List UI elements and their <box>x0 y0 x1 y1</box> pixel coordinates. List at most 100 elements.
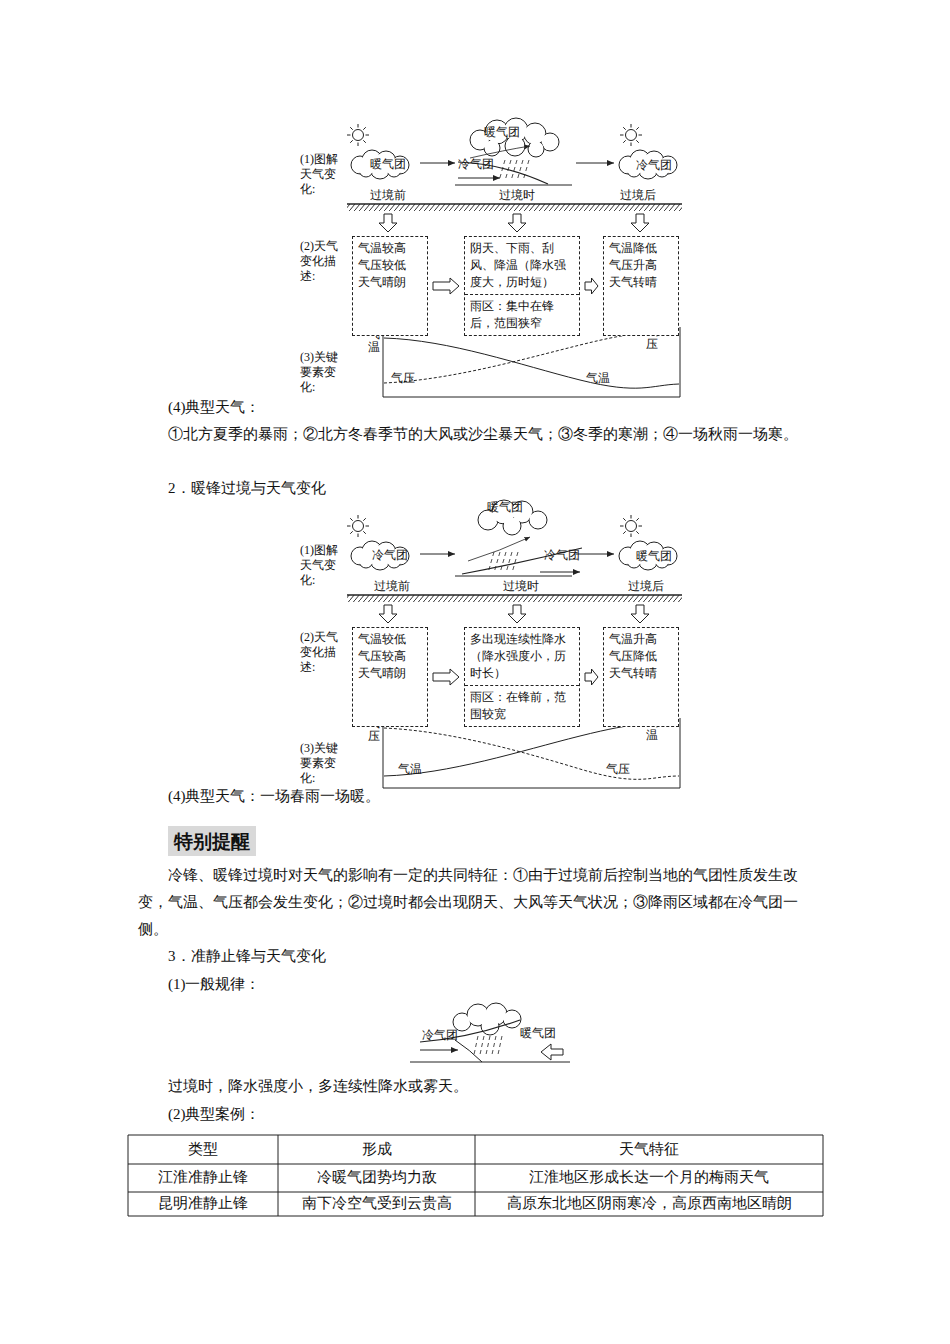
text-label: 气温 <box>398 762 422 777</box>
down-arrow <box>508 214 526 232</box>
table-rule <box>475 1135 476 1216</box>
rain-dash <box>507 566 508 570</box>
temperature-curve <box>384 723 679 776</box>
direction-arrow <box>576 554 614 555</box>
table-cell: 南下冷空气受到云贵高 <box>278 1190 475 1217</box>
front-surface <box>420 1020 520 1042</box>
rain-dash <box>483 1036 485 1040</box>
pressure-curve <box>384 728 679 779</box>
rain-dash <box>489 1036 491 1040</box>
chart-frame <box>383 718 680 788</box>
text-label: 冷气团 <box>544 548 580 563</box>
hollow-arrow <box>585 278 598 294</box>
sun-ray <box>358 143 359 147</box>
hollow-arrow <box>433 669 459 685</box>
text-label: 暖气团 <box>370 157 406 172</box>
cloud-shape <box>351 541 409 570</box>
sun-ray <box>366 526 370 527</box>
rain-dash <box>526 167 527 171</box>
text-label: (2)典型案例： <box>168 1101 261 1128</box>
sun-ray <box>358 515 359 519</box>
sun-ray <box>636 518 638 520</box>
rain-dash <box>493 552 494 556</box>
table-rule <box>128 1164 823 1165</box>
box-text: 气温较低 <box>358 631 422 648</box>
front-surface <box>455 1040 482 1062</box>
stroke <box>528 141 544 157</box>
rain-dash <box>500 174 501 178</box>
description-box: 气温较低气压较高天气晴朗 <box>352 627 428 727</box>
rain-dash <box>474 1050 476 1054</box>
rain-dash <box>475 1043 477 1047</box>
text-label: 冷气团 <box>372 548 408 563</box>
text-label: ①北方夏季的暴雨；②北方冬春季节的大风或沙尘暴天气；③冬季的寒潮；④一场秋雨一场… <box>138 421 818 448</box>
table-rule <box>128 1135 823 1136</box>
rain-dash <box>502 167 503 171</box>
sun-ray <box>620 526 624 527</box>
sun-ray <box>631 534 632 538</box>
description-box: 气温升高气压降低天气转晴 <box>603 627 679 727</box>
sun-ray <box>623 531 625 533</box>
pressure-curve <box>384 333 679 383</box>
sun-ray <box>358 534 359 538</box>
text-label: 气压 <box>391 371 415 386</box>
direction-arrow <box>576 163 614 164</box>
ground-hatch <box>347 595 682 602</box>
rain-dash <box>499 552 500 556</box>
box-text: 多出现连续性降水（降水强度小，历时长） <box>470 631 574 682</box>
sun-ray <box>620 135 624 136</box>
rain-dash <box>504 160 505 164</box>
sun-ray <box>623 140 625 142</box>
sun-ray <box>363 531 365 533</box>
rain-dash <box>505 552 506 556</box>
sun-ray <box>358 124 359 128</box>
table-rule <box>823 1135 824 1216</box>
stroke <box>542 134 558 150</box>
rain-dash <box>491 559 492 563</box>
rain-dash <box>520 167 521 171</box>
down-arrow <box>379 214 397 232</box>
cloud-shape <box>619 541 677 570</box>
rain-dash <box>493 1043 495 1047</box>
direction-arrow <box>540 572 580 573</box>
text-label: 冷气团 <box>458 157 494 172</box>
sun-ray <box>623 518 625 520</box>
box-text: 阴天、下雨、刮风、降温（降水强度大，历时短） <box>470 240 574 291</box>
description-box: 气温较高气压较低天气晴朗 <box>352 236 428 336</box>
sun-ray <box>363 127 365 129</box>
rain-dash <box>524 174 525 178</box>
rain-dash <box>512 174 513 178</box>
text-label: 冷气团 <box>422 1028 458 1043</box>
sun-ray <box>623 127 625 129</box>
text-label: 过境前 <box>374 579 410 594</box>
table-rule <box>128 1135 129 1216</box>
cloud-shape <box>478 500 547 535</box>
sun-ray <box>363 518 365 520</box>
text-label: 3．准静止锋与天气变化 <box>168 943 326 970</box>
rain-dash <box>486 1050 488 1054</box>
sun-ray <box>347 135 351 136</box>
table-cell: 江淮准静止锋 <box>128 1164 278 1191</box>
text-label: 暖气团 <box>520 1026 556 1041</box>
sun-ray <box>350 127 352 129</box>
sun-ray <box>639 526 643 527</box>
front-surface <box>462 548 582 574</box>
sun-ray <box>631 124 632 128</box>
direction-arrow <box>420 163 455 164</box>
rain-dash <box>518 174 519 178</box>
table-cell: 冷暖气团势均力敌 <box>278 1164 475 1191</box>
sun-ray <box>636 140 638 142</box>
cloud-shape <box>470 118 559 157</box>
direction-arrow <box>420 1050 458 1051</box>
text-label: 冷锋、暖锋过境时对天气的影响有一定的共同特征：①由于过境前后控制当地的气团性质发… <box>138 862 818 943</box>
airflow-line <box>470 146 530 158</box>
text-label: (3)关键要素变化: <box>300 741 348 786</box>
text-label: (2)天气变化描述: <box>300 630 348 675</box>
rain-dash <box>528 160 529 164</box>
sun-ray <box>350 531 352 533</box>
airflow-line <box>468 537 530 561</box>
text-label: 气温 <box>586 371 610 386</box>
sun-ray <box>350 140 352 142</box>
down-arrow <box>631 214 649 232</box>
table-rule <box>278 1135 279 1216</box>
